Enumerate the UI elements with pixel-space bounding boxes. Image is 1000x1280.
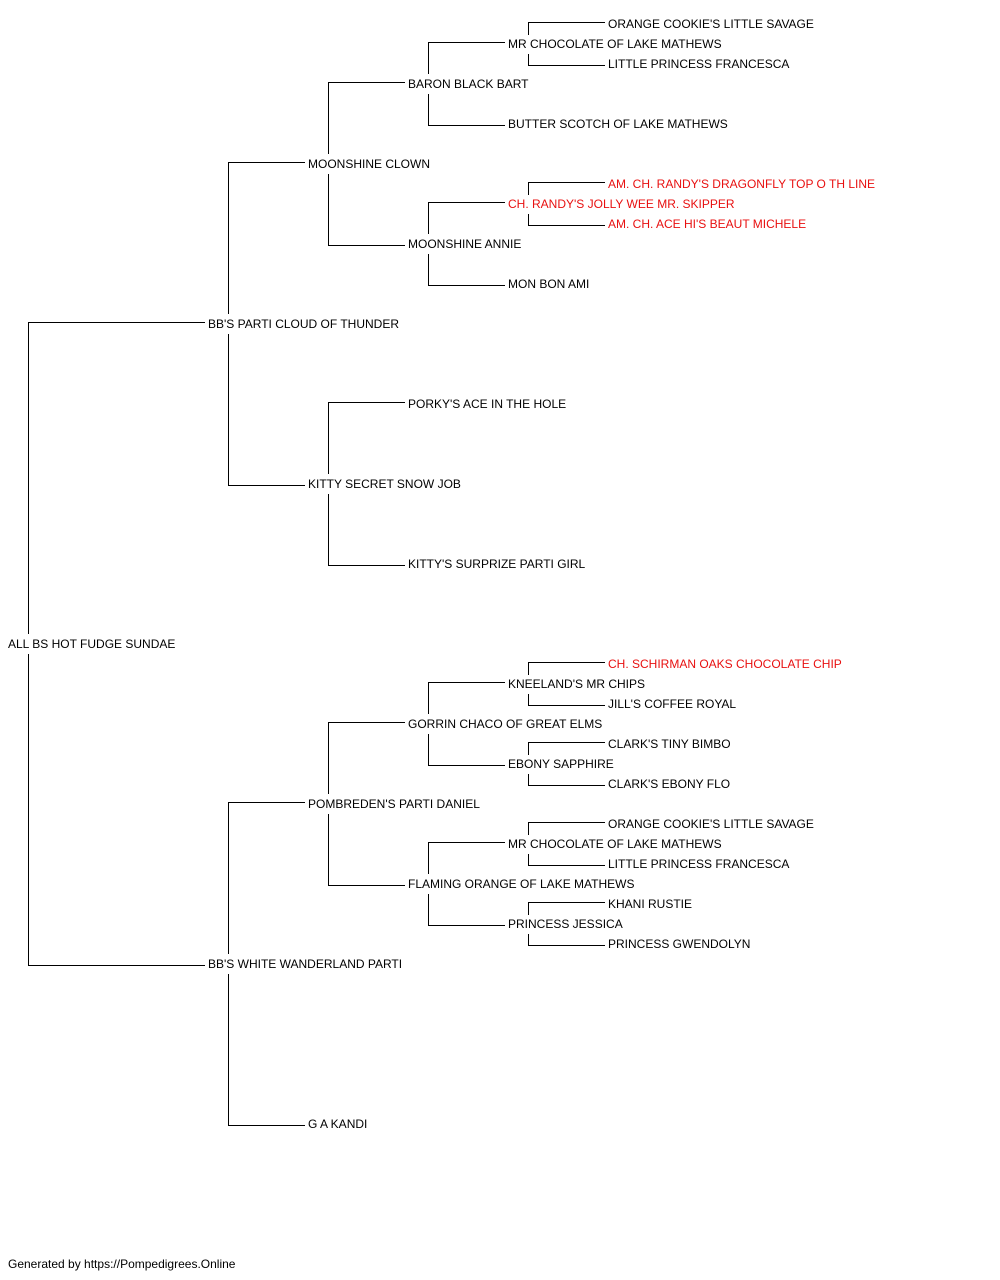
gen4-ssss-name: MR CHOCOLATE OF LAKE MATHEWS <box>508 37 722 51</box>
connector-ssd-ssds <box>428 202 505 234</box>
connector-dsd-dsds <box>428 842 505 874</box>
connector-sire-sd <box>228 334 305 486</box>
connector-ssds-ssdss <box>528 182 605 195</box>
connector-sire-ss <box>228 162 305 314</box>
connector-dsds-dsdsd <box>528 854 605 866</box>
gen3-ssd-name: MOONSHINE ANNIE <box>408 237 522 251</box>
gen3-dss-name: GORRIN CHACO OF GREAT ELMS <box>408 717 603 731</box>
connector-ss-sss <box>328 82 405 154</box>
gen5-dssss-name: CH. SCHIRMAN OAKS CHOCOLATE CHIP <box>608 657 842 671</box>
gen5-dsdsd-name: LITTLE PRINCESS FRANCESCA <box>608 857 790 871</box>
connector-sss-ssss <box>428 42 505 74</box>
connector-ssss-sssss <box>528 22 605 35</box>
generated-by-footer: Generated by https://Pompedigrees.Online <box>8 1257 236 1271</box>
dam-name: BB'S WHITE WANDERLAND PARTI <box>208 957 403 971</box>
connector-dsdd-dsdds <box>528 902 605 915</box>
connector-dam-ds <box>228 802 305 954</box>
connector-ds-dss <box>328 722 405 794</box>
gen5-ssdss-name: AM. CH. RANDY'S DRAGONFLY TOP O TH LINE <box>608 177 876 191</box>
gen3-sds-name: PORKY'S ACE IN THE HOLE <box>408 397 567 411</box>
dam-sire-name: POMBREDEN'S PARTI DANIEL <box>308 797 480 811</box>
connector-sd-sdd <box>328 494 405 566</box>
gen4-dsdd-name: PRINCESS JESSICA <box>508 917 623 931</box>
gen4-ssds-name: CH. RANDY'S JOLLY WEE MR. SKIPPER <box>508 197 735 211</box>
gen4-sssd-name: BUTTER SCOTCH OF LAKE MATHEWS <box>508 117 728 131</box>
connector-dssd-dssds <box>528 742 605 755</box>
connector-sss-sssd <box>428 94 505 126</box>
connector-dsss-dsssd <box>528 694 605 706</box>
gen3-dsd-name: FLAMING ORANGE OF LAKE MATHEWS <box>408 877 635 891</box>
sire-sire-name: MOONSHINE CLOWN <box>308 157 431 171</box>
connector-dssd-dssdd <box>528 774 605 786</box>
connector-subject-sire <box>28 322 205 634</box>
connector-ss-ssd <box>328 174 405 246</box>
connector-dss-dssd <box>428 734 505 766</box>
gen5-dssdd-name: CLARK'S EBONY FLO <box>608 777 731 791</box>
connector-dsds-dsdss <box>528 822 605 835</box>
gen5-dsssd-name: JILL'S COFFEE ROYAL <box>608 697 737 711</box>
connector-dss-dsss <box>428 682 505 714</box>
sire-dam-name: KITTY SECRET SNOW JOB <box>308 477 461 491</box>
gen5-ssssd-name: LITTLE PRINCESS FRANCESCA <box>608 57 790 71</box>
gen4-ssdd-name: MON BON AMI <box>508 277 590 291</box>
gen5-ssdsd-name: AM. CH. ACE HI'S BEAUT MICHELE <box>608 217 807 231</box>
connector-sd-sds <box>328 402 405 474</box>
connector-dsd-dsdd <box>428 894 505 926</box>
gen4-dsss-name: KNEELAND'S MR CHIPS <box>508 677 645 691</box>
gen4-dsds-name: MR CHOCOLATE OF LAKE MATHEWS <box>508 837 722 851</box>
gen5-dsdds-name: KHANI RUSTIE <box>608 897 693 911</box>
gen5-dssds-name: CLARK'S TINY BIMBO <box>608 737 731 751</box>
connector-dsdd-dsddd <box>528 934 605 946</box>
connector-ssss-ssssd <box>528 54 605 66</box>
connector-dam-dd <box>228 974 305 1126</box>
gen3-sdd-name: KITTY'S SURPRIZE PARTI GIRL <box>408 557 586 571</box>
sire-name: BB'S PARTI CLOUD OF THUNDER <box>208 317 399 331</box>
connector-subject-dam <box>28 654 205 966</box>
dam-dam-name: G A KANDI <box>308 1117 368 1131</box>
connector-ssd-ssdd <box>428 254 505 286</box>
subject-name: ALL BS HOT FUDGE SUNDAE <box>8 637 176 651</box>
connector-dsss-dssss <box>528 662 605 675</box>
connector-ssds-ssdsd <box>528 214 605 226</box>
gen5-sssss-name: ORANGE COOKIE'S LITTLE SAVAGE <box>608 17 814 31</box>
gen3-sss-name: BARON BLACK BART <box>408 77 529 91</box>
gen5-dsddd-name: PRINCESS GWENDOLYN <box>608 937 751 951</box>
gen5-dsdss-name: ORANGE COOKIE'S LITTLE SAVAGE <box>608 817 814 831</box>
gen4-dssd-name: EBONY SAPPHIRE <box>508 757 614 771</box>
connector-ds-dsd <box>328 814 405 886</box>
